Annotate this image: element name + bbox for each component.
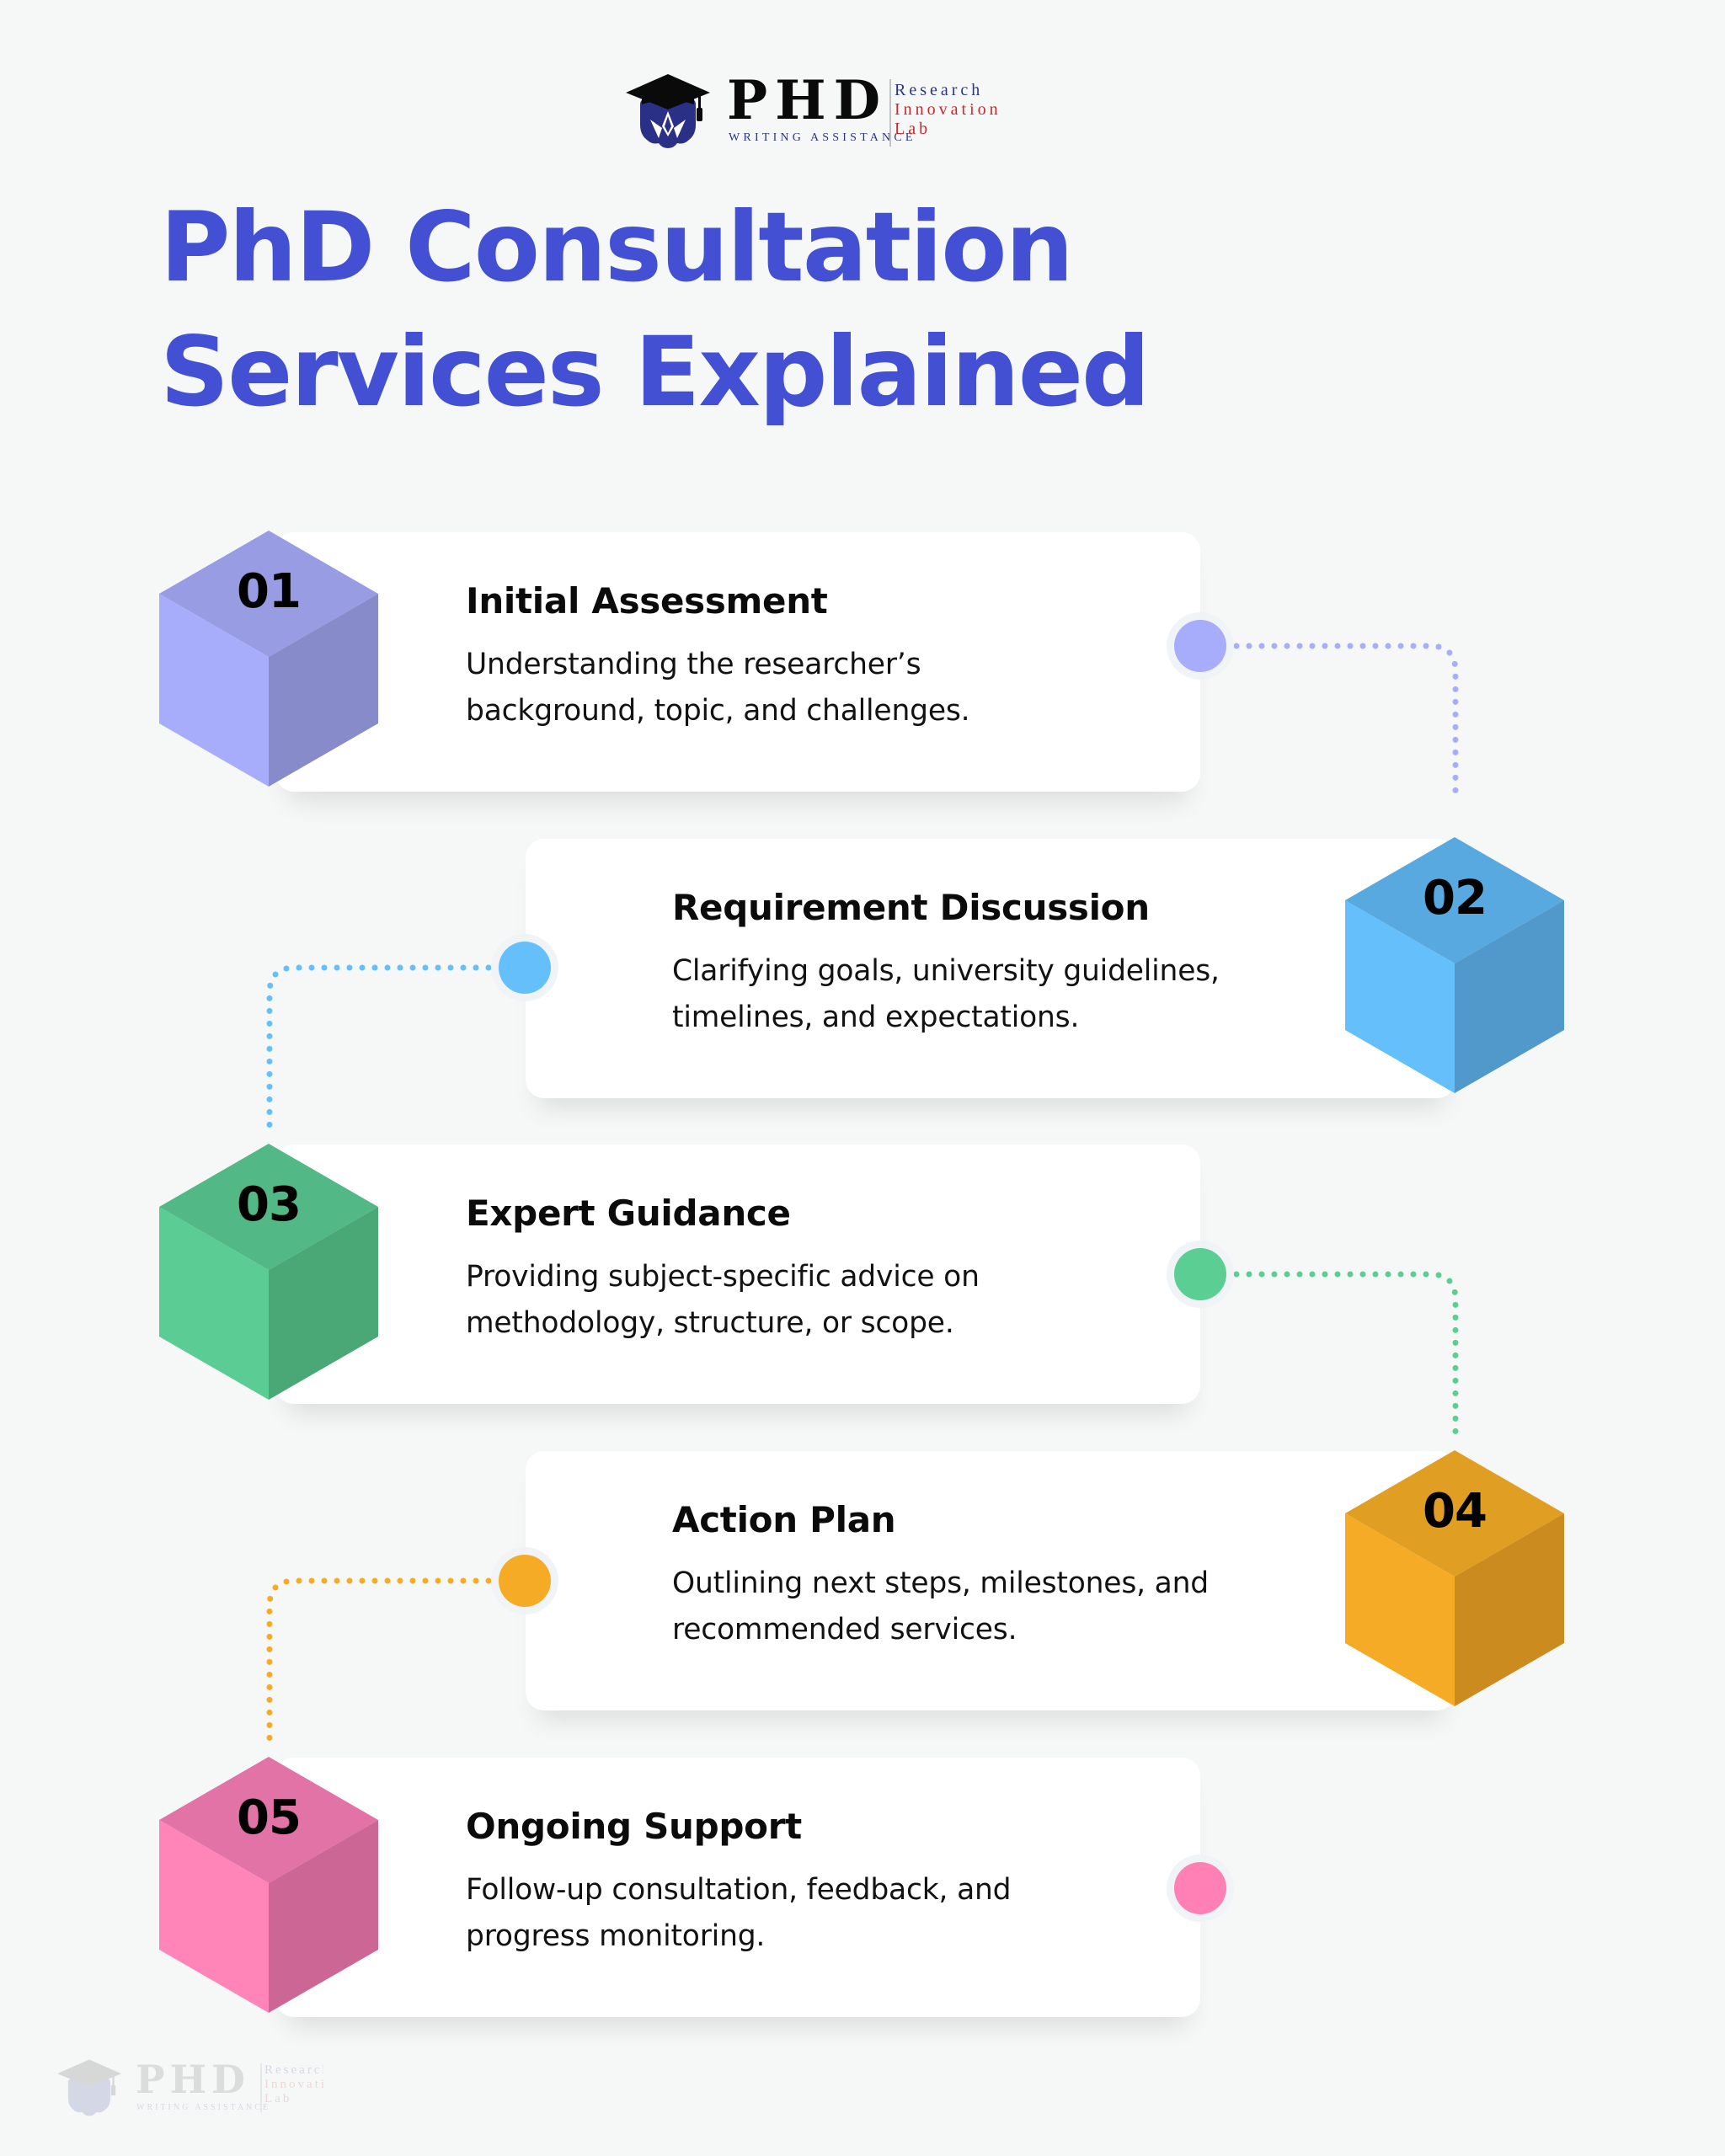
connector-1-2 xyxy=(1233,643,1459,797)
step-number: 04 xyxy=(1423,1484,1487,1539)
watermark-logo: PHD WRITING ASSISTANCE Research Innovati… xyxy=(56,2058,359,2119)
step-4-node-dot xyxy=(499,1555,551,1607)
step-description: Understanding the researcher’s backgroun… xyxy=(466,648,970,728)
watermark-brand-text: PHD xyxy=(136,2057,250,2102)
step-card-5: Ongoing Support Follow-up consultation, … xyxy=(275,1758,1200,2017)
watermark-lab-name: Research Innovation Lab xyxy=(264,2063,323,2106)
page-title-line-1: PhD Consultation xyxy=(160,191,1074,303)
step-card-4: Action Plan Outlining next steps, milest… xyxy=(526,1451,1455,1710)
graduation-cap-icon xyxy=(56,2059,122,2116)
logo-tagline: WRITING ASSISTANCE xyxy=(729,131,916,144)
logo-lab-line-3: Lab xyxy=(895,120,932,138)
watermark-lab-line-2: Innovation xyxy=(264,2078,323,2091)
step-heading: Requirement Discussion xyxy=(672,887,1150,928)
watermark-lab-line-3: Lab xyxy=(264,2092,292,2105)
step-heading: Expert Guidance xyxy=(466,1193,791,1234)
watermark-divider xyxy=(260,2063,262,2112)
page-title-line-2: Services Explained xyxy=(160,316,1151,428)
cube-icon xyxy=(159,1144,378,1400)
step-5-cube: 05 xyxy=(159,1757,378,2013)
step-number: 05 xyxy=(237,1790,302,1845)
step-1-node-dot xyxy=(1174,620,1226,672)
step-number: 03 xyxy=(237,1177,302,1232)
step-1-cube: 01 xyxy=(159,531,378,787)
logo-divider xyxy=(889,79,891,147)
cube-icon xyxy=(159,531,378,787)
step-card-2: Requirement Discussion Clarifying goals,… xyxy=(526,839,1455,1098)
logo-lab-name: Research Innovation Lab xyxy=(895,81,1001,139)
step-description: Clarifying goals, university guidelines,… xyxy=(672,954,1220,1034)
page-title: PhD Consultation Services Explained xyxy=(160,185,1151,435)
graduation-cap-icon xyxy=(626,74,710,148)
cube-icon xyxy=(159,1757,378,2013)
logo-brand-text: PHD xyxy=(727,69,889,132)
step-card-1: Initial Assessment Understanding the res… xyxy=(275,532,1200,792)
step-description: Outlining next steps, milestones, and re… xyxy=(672,1566,1209,1646)
connector-4-5 xyxy=(266,1577,492,1751)
watermark-tagline: WRITING ASSISTANCE xyxy=(136,2103,271,2112)
step-description: Follow-up consultation, feedback, and pr… xyxy=(466,1873,1012,1953)
step-2-node-dot xyxy=(499,942,551,994)
step-5-node-dot xyxy=(1174,1862,1226,1914)
logo-lab-line-2: Innovation xyxy=(895,100,1001,119)
logo-lab-line-1: Research xyxy=(895,81,984,99)
step-description: Providing subject-specific advice on met… xyxy=(466,1260,980,1340)
brand-logo: PHD WRITING ASSISTANCE Research Innovati… xyxy=(625,72,1012,152)
connector-3-4 xyxy=(1233,1271,1459,1445)
step-2-cube: 02 xyxy=(1345,837,1564,1093)
step-heading: Ongoing Support xyxy=(466,1806,802,1847)
step-card-3: Expert Guidance Providing subject-specif… xyxy=(275,1145,1200,1404)
step-heading: Action Plan xyxy=(672,1499,896,1540)
cube-icon xyxy=(1345,1450,1564,1706)
step-number: 02 xyxy=(1423,871,1487,926)
cube-icon xyxy=(1345,837,1564,1093)
step-3-cube: 03 xyxy=(159,1144,378,1400)
step-3-node-dot xyxy=(1174,1248,1226,1300)
connector-2-3 xyxy=(266,964,492,1136)
watermark-lab-line-1: Research xyxy=(264,2063,323,2077)
step-number: 01 xyxy=(237,564,302,619)
step-4-cube: 04 xyxy=(1345,1450,1564,1706)
step-heading: Initial Assessment xyxy=(466,580,828,622)
